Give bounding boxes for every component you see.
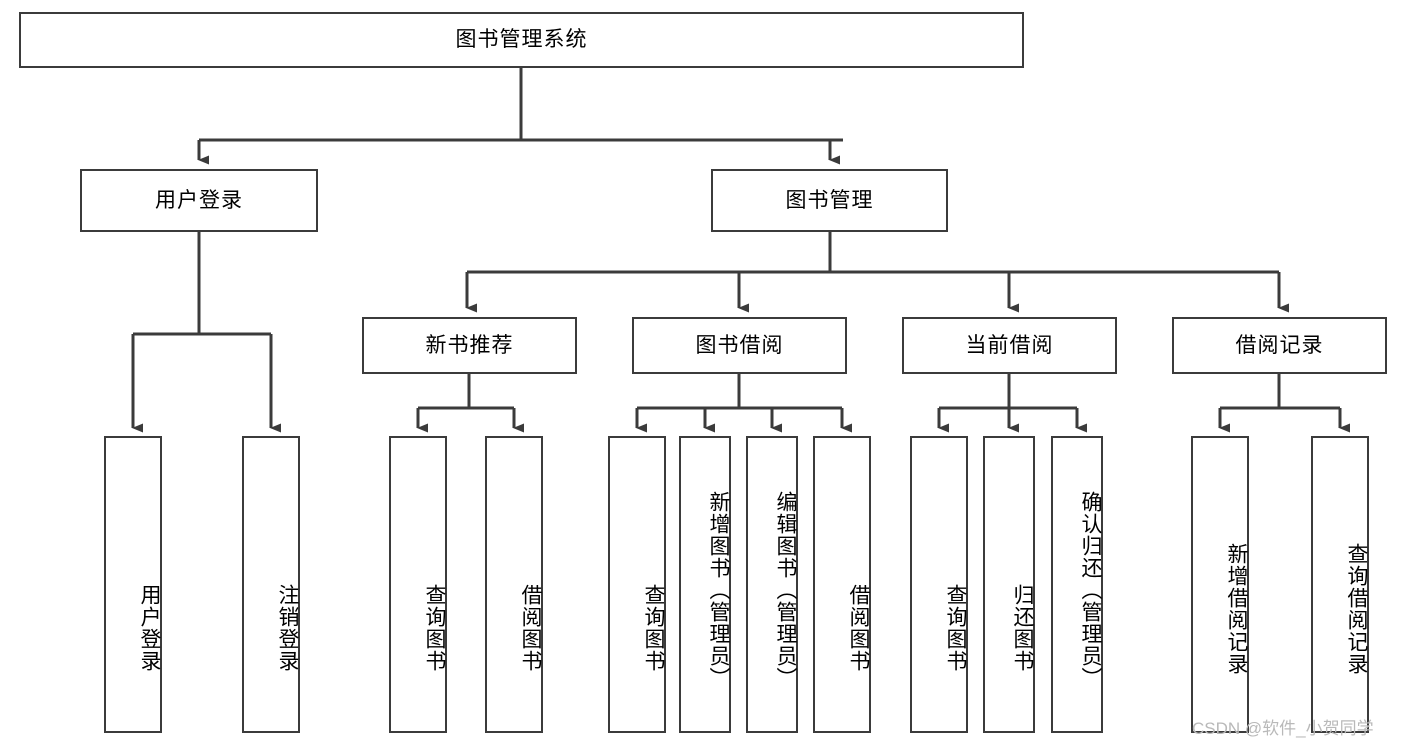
node-new-book-recommend[interactable]: 新书推荐	[362, 317, 577, 374]
leaf-query-book-current[interactable]: 查询图书	[910, 436, 968, 733]
csdn-watermark: CSDN @软件_小贺同学	[1192, 719, 1374, 738]
leaf-confirm-return[interactable]: 确认归还（管理员）	[1051, 436, 1103, 733]
leaf-query-book-borrow[interactable]: 查询图书	[608, 436, 666, 733]
leaf-add-borrow-record[interactable]: 新增借阅记录	[1191, 436, 1249, 733]
leaf-borrow-book-recommend[interactable]: 借阅图书	[485, 436, 543, 733]
leaf-query-book-recommend[interactable]: 查询图书	[389, 436, 447, 733]
node-root[interactable]: 图书管理系统	[19, 12, 1024, 68]
node-user-login[interactable]: 用户登录	[80, 169, 318, 232]
leaf-user-login[interactable]: 用户登录	[104, 436, 162, 733]
node-current-borrow[interactable]: 当前借阅	[902, 317, 1117, 374]
leaf-edit-book[interactable]: 编辑图书（管理员）	[746, 436, 798, 733]
node-book-borrow[interactable]: 图书借阅	[632, 317, 847, 374]
leaf-logout[interactable]: 注销登录	[242, 436, 300, 733]
leaf-return-book[interactable]: 归还图书	[983, 436, 1035, 733]
node-book-management[interactable]: 图书管理	[711, 169, 948, 232]
node-borrow-record[interactable]: 借阅记录	[1172, 317, 1387, 374]
leaf-add-book[interactable]: 新增图书（管理员）	[679, 436, 731, 733]
leaf-borrow-book[interactable]: 借阅图书	[813, 436, 871, 733]
leaf-query-borrow-record[interactable]: 查询借阅记录	[1311, 436, 1369, 733]
